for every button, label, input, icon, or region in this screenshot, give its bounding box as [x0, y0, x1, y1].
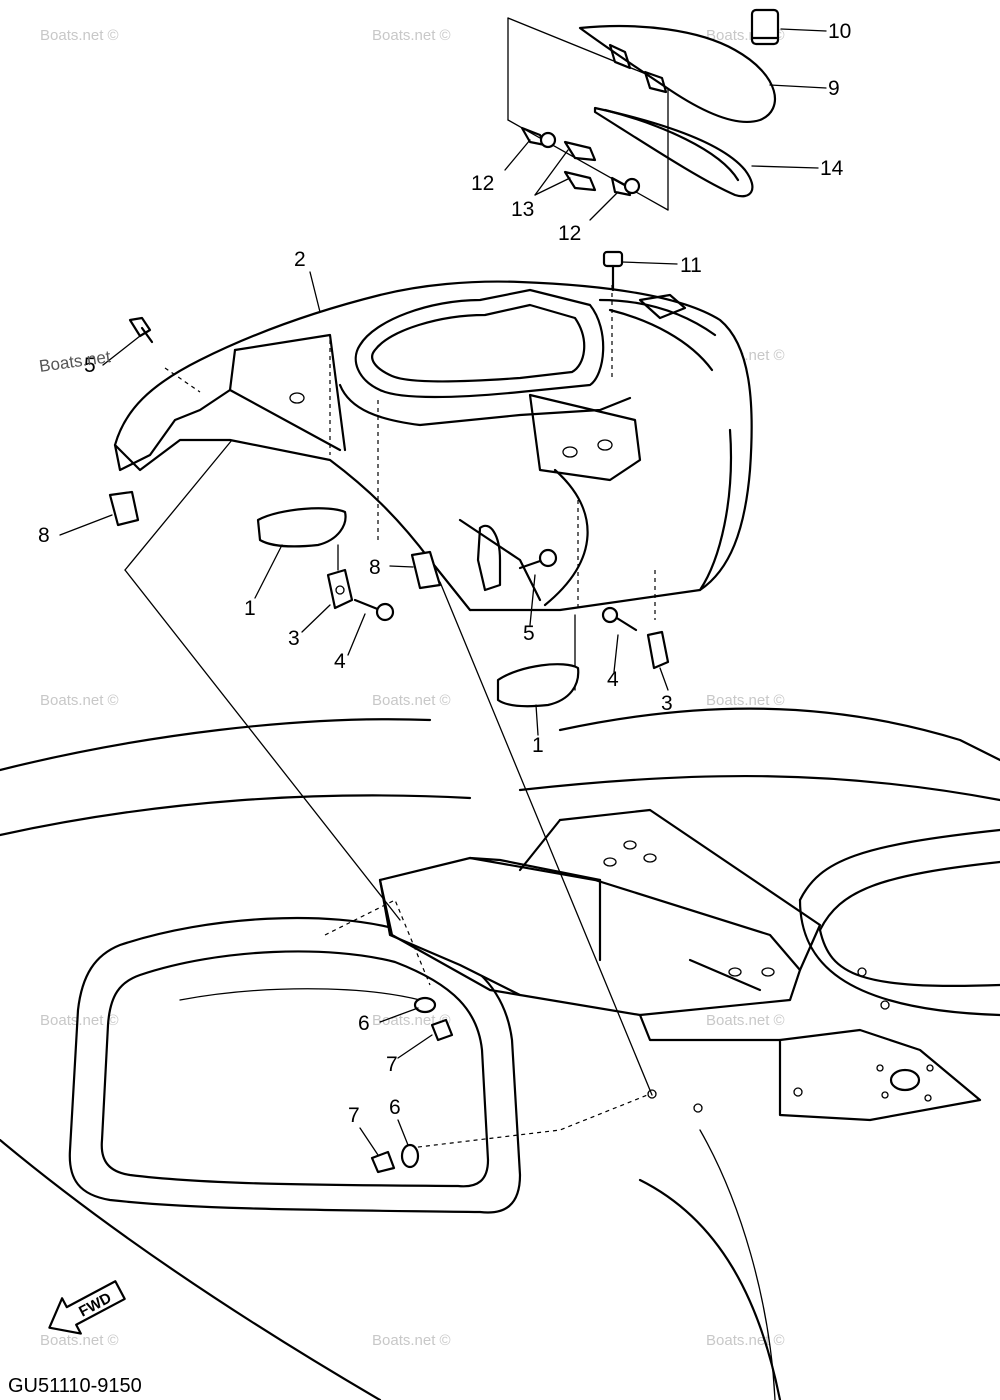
callout-5: 5	[523, 622, 535, 645]
top-cover-group	[507, 8, 780, 211]
callout-7: 7	[386, 1053, 398, 1076]
callout-1: 1	[244, 597, 256, 620]
watermark: Boats.net ©	[40, 27, 119, 44]
clip-part	[750, 8, 780, 46]
callout-8: 8	[38, 524, 50, 547]
callout-1: 1	[532, 734, 544, 757]
watermark: Boats.net ©	[706, 1012, 785, 1029]
callout-12: 12	[471, 172, 494, 195]
callout-9: 9	[828, 77, 840, 100]
watermark-overlay: Boats.net	[38, 347, 112, 376]
hull-deck	[0, 707, 1000, 1400]
callout-4: 4	[334, 650, 346, 673]
callout-14: 14	[820, 157, 844, 180]
watermark: Boats.net ©	[372, 692, 451, 709]
watermark: Boats.net ©	[372, 1332, 451, 1349]
callout-labels: 10 9 14 12 13 12 11 2 5 8 1 3 4 8 5 1 4 …	[38, 20, 851, 1127]
drawing-code: GU51110-9150	[8, 1375, 142, 1397]
watermark: Boats.net ©	[706, 692, 785, 709]
callout-6: 6	[358, 1012, 370, 1035]
seal-strip-part	[593, 106, 754, 198]
arrow-left-icon	[48, 1280, 126, 1335]
watermark: Boats.net ©	[40, 1332, 119, 1349]
fasteners	[108, 250, 670, 1174]
callout-4: 4	[607, 668, 619, 691]
watermark: Boats.net ©	[706, 1332, 785, 1349]
callout-13: 13	[511, 198, 534, 221]
watermark: Boats.net ©	[372, 27, 451, 44]
engine-hatch-cover	[113, 280, 753, 620]
callout-7: 7	[348, 1104, 360, 1127]
callout-12: 12	[558, 222, 581, 245]
callout-5: 5	[84, 354, 96, 377]
callout-leaders	[59, 28, 827, 1156]
callout-8: 8	[369, 556, 381, 579]
callout-3: 3	[288, 627, 300, 650]
callout-6: 6	[389, 1096, 401, 1119]
watermark: Boats.net ©	[40, 692, 119, 709]
callout-10: 10	[828, 20, 851, 43]
callout-3: 3	[661, 692, 673, 715]
watermark: Boats.net ©	[40, 1012, 119, 1029]
callout-2: 2	[294, 248, 306, 271]
callout-11: 11	[680, 254, 702, 277]
